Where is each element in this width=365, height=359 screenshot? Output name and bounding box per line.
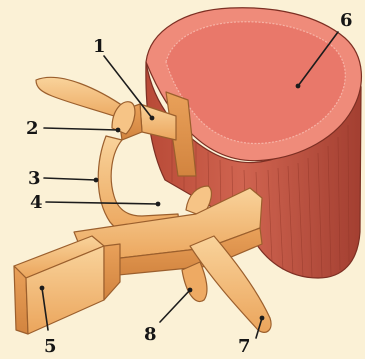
label-6: 6 xyxy=(340,10,353,31)
callout-dot-1 xyxy=(150,116,155,121)
callout-dot-6 xyxy=(296,84,301,89)
callout-dot-4 xyxy=(156,202,161,207)
label-5: 5 xyxy=(44,336,57,357)
label-3: 3 xyxy=(28,168,41,189)
callout-dot-3 xyxy=(94,178,99,183)
callout-dot-7 xyxy=(260,316,265,321)
label-8: 8 xyxy=(144,324,157,345)
callout-dot-2 xyxy=(116,128,121,133)
callout-dot-8 xyxy=(188,288,193,293)
callout-dot-5 xyxy=(40,286,45,291)
label-4: 4 xyxy=(30,192,43,213)
label-7: 7 xyxy=(238,336,251,357)
label-2: 2 xyxy=(26,118,39,139)
label-1: 1 xyxy=(93,36,106,57)
